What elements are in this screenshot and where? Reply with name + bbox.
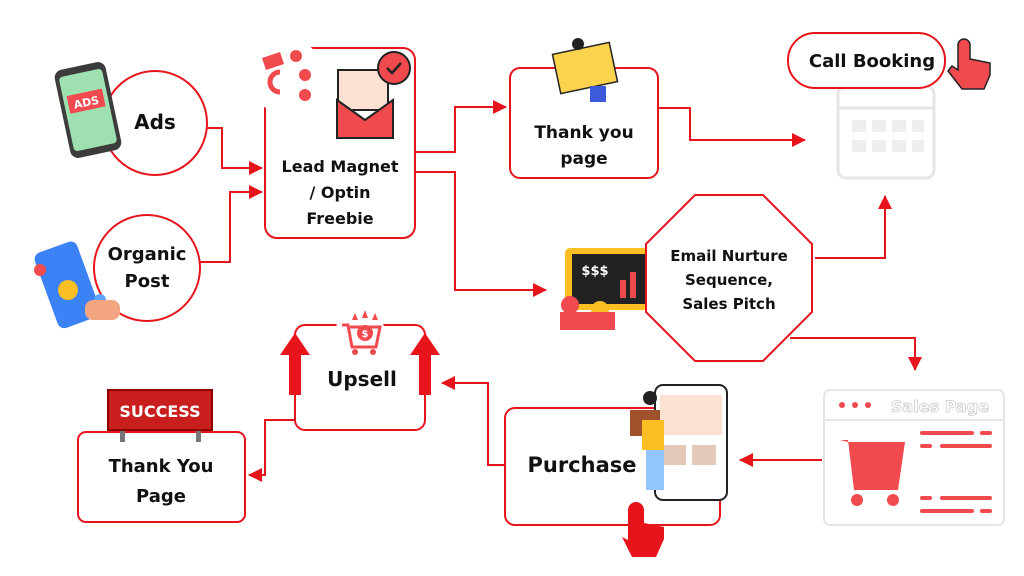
node-sales-page: Sales Page [823,389,1005,526]
shopping-phone-icon [630,384,728,501]
nodes-lead_magnet-line3: Freebie [306,209,373,228]
nodes-lead_magnet-line2: / Optin [310,183,371,202]
hand-pointer-icon [622,502,664,557]
arrow-email-to-salespage [790,337,922,371]
node-purchase: Purchase [504,384,728,557]
arrow-thankyou-to-calendar [658,107,806,147]
nodes-email_nurture-line3: Sales Pitch [682,295,775,313]
nodes-organic-line1: Organic [108,244,187,265]
node-upsell: $ Upsell [280,306,440,431]
arrow-ads-to-lead [205,127,263,175]
social-phone-icon [34,241,120,329]
sales-page-label: Sales Page [891,397,989,416]
nodes-email_nurture-line2: Sequence, [685,271,773,289]
node-ads: ADS Ads [54,62,208,176]
arrow-organic-to-lead [200,185,263,263]
cart-icon [840,440,905,506]
nodes-organic-line2: Post [125,271,170,292]
nodes-thank_you_2-line1: Thank You [109,456,214,477]
nodes-email_nurture-icon_text: $$$ [581,264,608,279]
phone-ads-icon: ADS [54,62,122,158]
cart-dollar-icon: $ [342,310,382,355]
arrow-email-to-call [815,195,892,259]
node-email-nurture: $$$ Email Nurture Sequence, Sales Pitch [560,194,813,362]
node-organic-post: Organic Post [34,214,201,329]
arrow-purchase-to-upsell [441,376,505,466]
nodes-thank_you_2-sign: SUCCESS [119,402,200,421]
person-envelope-icon [551,38,619,102]
nodes-upsell-icon_text: $ [362,329,369,340]
hand-click-icon [947,38,991,90]
up-arrow-left-icon [280,333,310,395]
nodes-call_booking-label: Call Booking [809,51,935,72]
up-arrow-right-icon [410,333,440,395]
node-thank-you-page: Thank you page [509,38,659,179]
magnet-icon [262,50,311,101]
nodes-ads-icon_text: ADS [73,94,101,112]
arrow-upsell-to-thankyou [248,419,295,482]
node-thank-you-page-final: SUCCESS Thank You Page [77,389,246,523]
presentation-icon: $$$ [560,248,657,330]
nodes-upsell-label: Upsell [327,367,397,391]
success-sign-icon: SUCCESS [107,389,213,442]
nodes-thank_you_2-line2: Page [136,486,186,507]
envelope-check-icon [336,51,411,139]
node-lead-magnet: Lead Magnet / Optin Freebie [247,37,416,239]
ads-label: Ads [134,110,176,134]
node-call-booking: Call Booking [787,32,991,180]
nodes-purchase-label: Purchase [527,453,636,477]
nodes-thank_you_1-line2: page [560,149,607,169]
nodes-email_nurture-line1: Email Nurture [670,247,788,265]
arrow-lead-to-thankyou [415,100,507,153]
connectors [200,100,922,482]
nodes-thank_you_1-line1: Thank you [534,123,633,143]
arrow-lead-to-email [415,171,547,297]
nodes-lead_magnet-line1: Lead Magnet [282,157,399,176]
